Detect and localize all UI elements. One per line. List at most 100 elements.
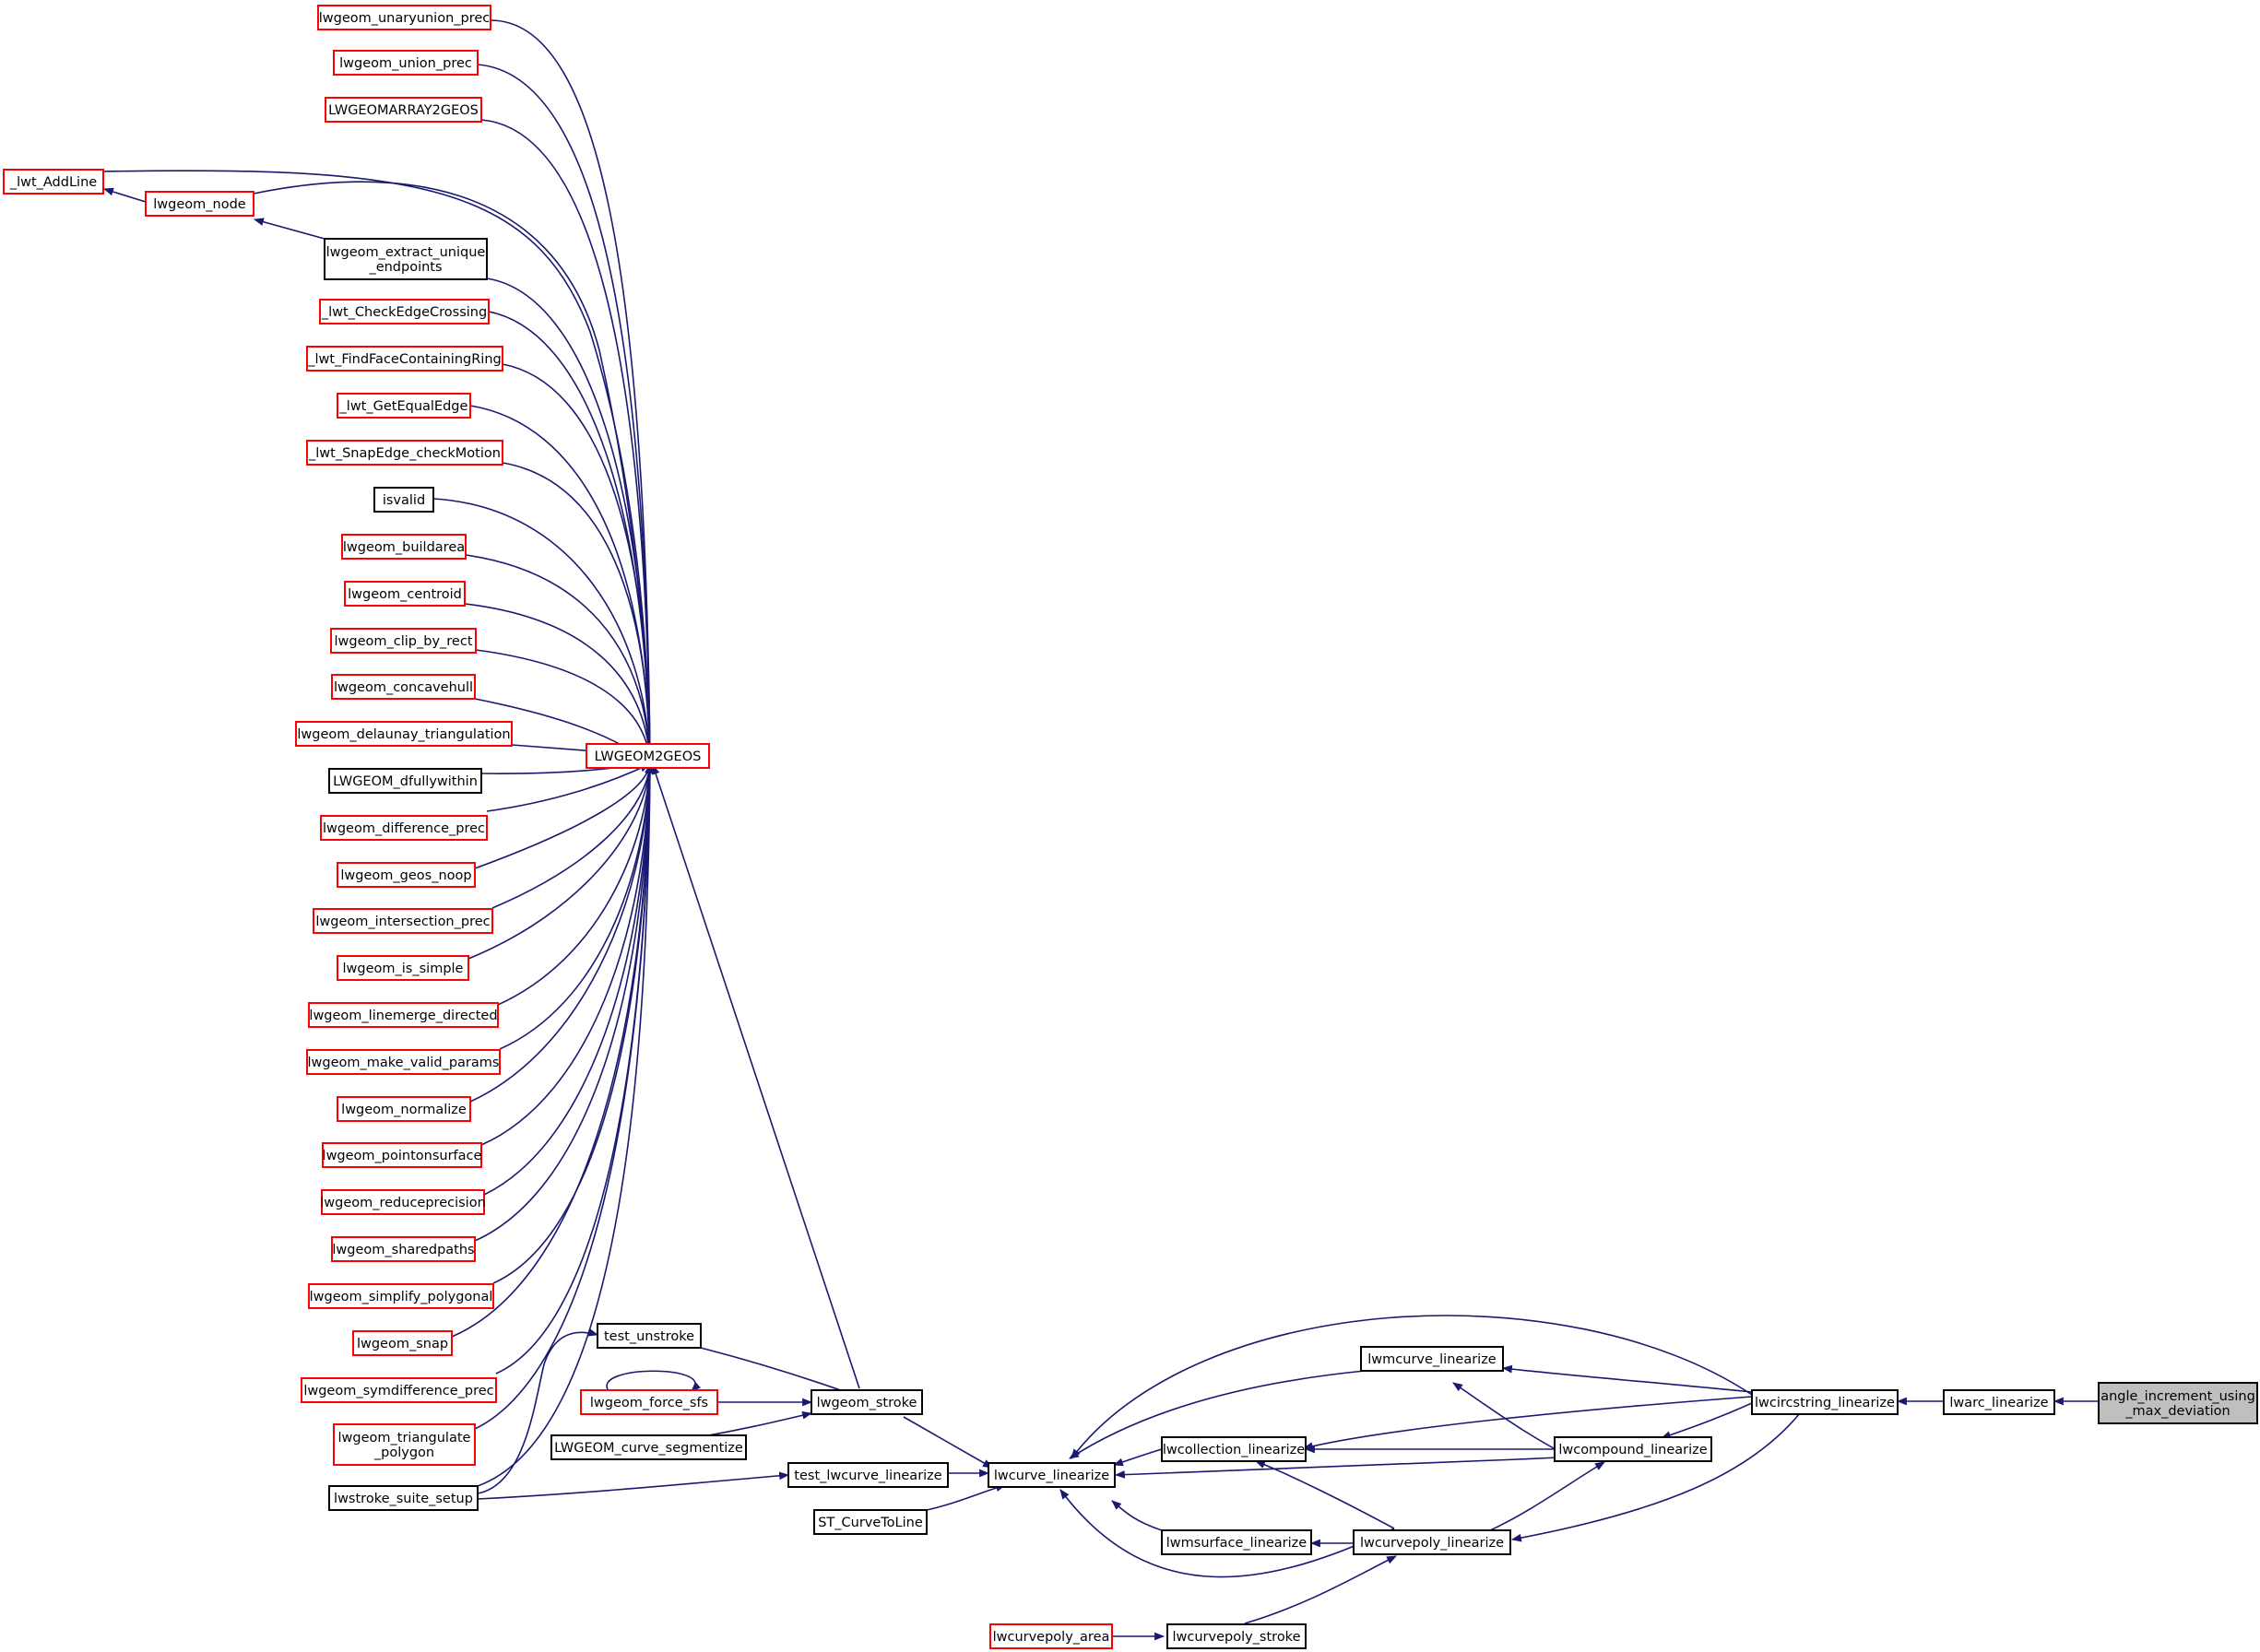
node-triangulate[interactable]: lwgeom_triangulate_polygon: [333, 1423, 476, 1466]
node-segmentize[interactable]: LWGEOM_curve_segmentize: [550, 1434, 747, 1460]
node-box: [352, 1330, 453, 1356]
edge-cpoly-stroke-to-curvepoly: [1244, 1555, 1397, 1624]
node-label: lwgeom_geos_noop: [340, 868, 471, 883]
node-arc[interactable]: lwarc_linearize: [1943, 1389, 2055, 1415]
node-geosnoop[interactable]: lwgeom_geos_noop: [337, 862, 476, 888]
node-symdiff[interactable]: lwgeom_symdifference_prec: [301, 1377, 497, 1403]
edge-sharedpaths-to-lwgeom2geos: [474, 762, 655, 1242]
node-isvalid[interactable]: isvalid: [373, 487, 434, 513]
edge-compound-to-curve-lin: [1114, 1457, 1559, 1479]
node-snap[interactable]: lwgeom_snap: [352, 1330, 453, 1356]
node-label: test_lwcurve_linearize: [794, 1469, 942, 1483]
edge-centroid-to-lwgeom2geos: [464, 603, 654, 764]
node-label: lwgeom_difference_prec: [323, 821, 485, 836]
node-box: [145, 191, 254, 217]
edge-circstring-to-mcurve: [1501, 1364, 1753, 1393]
node-array2geos[interactable]: LWGEOMARRAY2GEOS: [325, 97, 482, 123]
node-delaunay[interactable]: lwgeom_delaunay_triangulation: [295, 721, 513, 747]
node-linemerge[interactable]: lwgeom_linemerge_directed: [308, 1002, 499, 1028]
node-lwgeom2geos[interactable]: LWGEOM2GEOS: [586, 743, 710, 769]
node-compound[interactable]: lwcompound_linearize: [1554, 1436, 1712, 1462]
node-testlin[interactable]: test_lwcurve_linearize: [787, 1462, 949, 1488]
node-unaryunion[interactable]: lwgeom_unaryunion_prec: [317, 5, 491, 30]
edge-segmentize-to-stroke: [692, 1410, 813, 1439]
node-forcesfs[interactable]: lwgeom_force_sfs: [580, 1389, 718, 1415]
node-union-prec[interactable]: lwgeom_union_prec: [333, 50, 479, 76]
edge-extract-to-lwgeom2geos: [486, 277, 655, 764]
node-normalize[interactable]: lwgeom_normalize: [337, 1096, 471, 1122]
node-collection[interactable]: lwcollection_linearize: [1161, 1436, 1307, 1462]
node-node[interactable]: lwgeom_node: [145, 191, 254, 217]
edge-isvalid-to-lwgeom2geos: [432, 498, 655, 764]
node-pointon[interactable]: lwgeom_pointonsurface: [322, 1142, 482, 1168]
node-dfully[interactable]: LWGEOM_dfullywithin: [328, 768, 482, 794]
node-label: lwgeom_node: [153, 197, 246, 212]
node-box: [319, 299, 490, 324]
node-label: lwgeom_linemerge_directed: [309, 1009, 497, 1023]
node-box: [787, 1462, 949, 1488]
node-circstring[interactable]: lwcircstring_linearize: [1751, 1389, 1899, 1415]
node-suite[interactable]: lwstroke_suite_setup: [328, 1485, 479, 1511]
node-box: [1943, 1389, 2055, 1415]
node-box: [550, 1434, 747, 1460]
node-box: [373, 487, 434, 513]
edge-curvepoly-to-collection: [1254, 1460, 1395, 1529]
node-box: [1360, 1346, 1504, 1372]
node-label: LWGEOM_dfullywithin: [333, 774, 478, 789]
edge-stroke-to-curve-lin: [903, 1416, 993, 1469]
node-label: _polygon: [373, 1446, 434, 1460]
node-label: lwgeom_simplify_polygonal: [310, 1290, 493, 1304]
node-st-curve[interactable]: ST_CurveToLine: [813, 1509, 928, 1535]
node-box: [988, 1462, 1116, 1488]
edge-triangulate-to-lwgeom2geos: [474, 762, 655, 1430]
node-box: [1554, 1436, 1712, 1462]
node-angle[interactable]: angle_increment_using_max_deviation: [2098, 1382, 2258, 1424]
edge-forcesfs-self-loop: [606, 1370, 702, 1392]
node-snapedge[interactable]: _lwt_SnapEdge_checkMotion: [306, 440, 503, 466]
node-box: [813, 1509, 928, 1535]
node-buildarea[interactable]: lwgeom_buildarea: [341, 534, 467, 560]
edge-linemerge-to-lwgeom2geos: [497, 762, 654, 1006]
edge-intersection-to-lwgeom2geos: [491, 762, 654, 909]
node-sharedpaths[interactable]: lwgeom_sharedpaths: [331, 1236, 476, 1262]
node-difference[interactable]: lwgeom_difference_prec: [320, 815, 488, 841]
node-cpoly-stroke[interactable]: lwcurvepoly_stroke: [1166, 1623, 1307, 1649]
edge-circstring-to-collection: [1302, 1396, 1753, 1450]
node-simplifypoly[interactable]: lwgeom_simplify_polygonal: [308, 1283, 494, 1309]
node-box: [308, 1002, 499, 1028]
node-box: [328, 768, 482, 794]
node-issimple[interactable]: lwgeom_is_simple: [337, 955, 469, 981]
node-curve-lin[interactable]: lwcurve_linearize: [988, 1462, 1116, 1488]
node-getequal[interactable]: _lwt_GetEqualEdge: [337, 393, 471, 419]
node-box: [325, 97, 482, 123]
node-findface[interactable]: _lwt_FindFaceContainingRing: [306, 346, 503, 372]
node-cpoly-area[interactable]: lwcurvepoly_area: [989, 1623, 1113, 1649]
node-msurface[interactable]: lwmsurface_linearize: [1161, 1529, 1312, 1555]
node-mcurve[interactable]: lwmcurve_linearize: [1360, 1346, 1504, 1372]
node-box: [586, 743, 710, 769]
edge-node-to-addline: [102, 187, 147, 203]
node-concave[interactable]: lwgeom_concavehull: [331, 674, 476, 700]
node-extract[interactable]: lwgeom_extract_unique_endpoints: [324, 238, 488, 280]
node-box: [306, 1049, 501, 1075]
node-intersection[interactable]: lwgeom_intersection_prec: [313, 908, 493, 934]
edge-msurface-to-curve-lin: [1111, 1500, 1163, 1531]
node-checkedge[interactable]: _lwt_CheckEdgeCrossing: [319, 299, 490, 324]
node-makevalid[interactable]: lwgeom_make_valid_params: [306, 1049, 501, 1075]
node-box: [301, 1377, 497, 1403]
node-label: lwgeom_snap: [357, 1337, 448, 1351]
node-stroke[interactable]: lwgeom_stroke: [811, 1389, 923, 1415]
edge-circstring-to-curve-lin: [1071, 1315, 1753, 1459]
edge-difference-to-lwgeom2geos: [486, 763, 650, 812]
node-unstroke[interactable]: test_unstroke: [597, 1323, 702, 1349]
node-reduceprec[interactable]: lwgeom_reduceprecision: [320, 1189, 486, 1215]
node-centroid[interactable]: lwgeom_centroid: [344, 581, 466, 607]
edge-mcurve-to-curve-lin: [1069, 1370, 1366, 1459]
node-label: lwmsurface_linearize: [1166, 1536, 1307, 1551]
node-label: lwgeom_buildarea: [343, 540, 465, 555]
node-label: ST_CurveToLine: [818, 1516, 923, 1530]
node-curvepoly[interactable]: lwcurvepoly_linearize: [1353, 1529, 1511, 1555]
edge-issimple-to-lwgeom2geos: [467, 762, 654, 960]
node-clip[interactable]: lwgeom_clip_by_rect: [330, 628, 477, 654]
node-addline[interactable]: _lwt_AddLine: [3, 169, 104, 195]
